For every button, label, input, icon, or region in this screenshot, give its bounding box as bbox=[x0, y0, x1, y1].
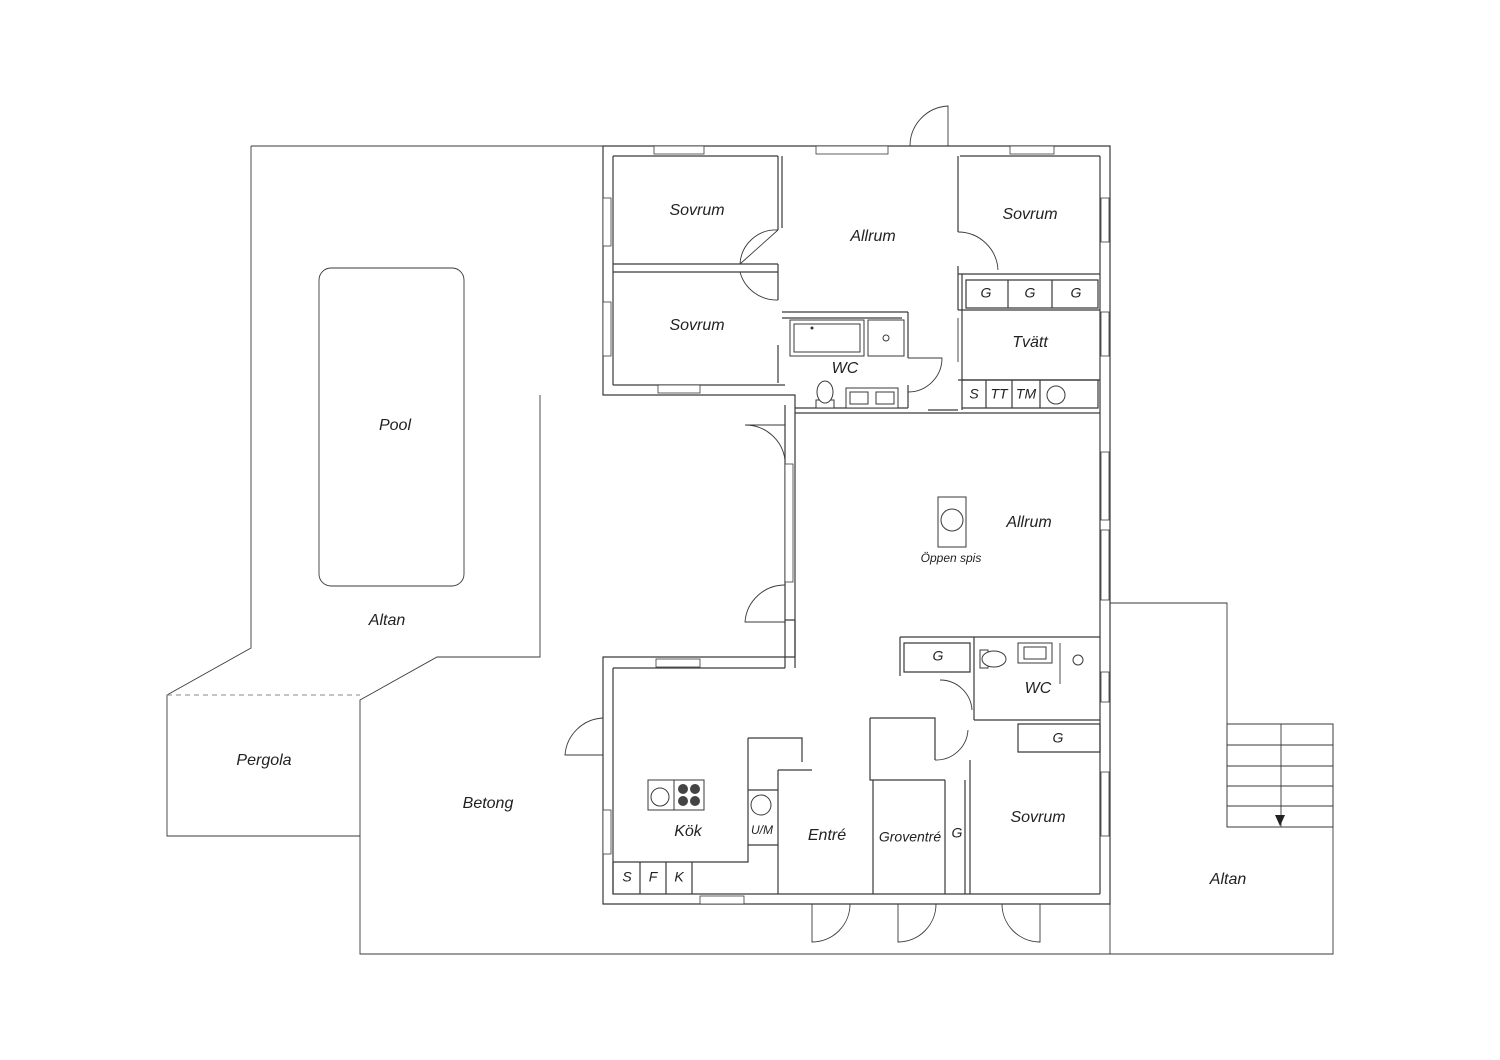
doors bbox=[564, 105, 1041, 943]
label-kitchen: Kök bbox=[674, 823, 703, 840]
shower-icon bbox=[867, 319, 905, 357]
laundry-sink-icon bbox=[1046, 385, 1066, 405]
label-microwave-oven: U/M bbox=[751, 823, 773, 837]
label-tumble-dryer: TT bbox=[990, 386, 1009, 402]
label-entrance: Entré bbox=[808, 827, 846, 844]
room-labels: Sovrum Sovrum Allrum Sovrum Tvätt WC All… bbox=[236, 202, 1246, 888]
label-wc-south: WC bbox=[1025, 680, 1052, 697]
interior-walls bbox=[612, 155, 1101, 894]
label-bedroom-nw-bottom: Sovrum bbox=[669, 317, 724, 334]
deck-east-outline bbox=[1109, 602, 1334, 955]
label-pool: Pool bbox=[379, 417, 411, 434]
label-wardrobe-2: G bbox=[1025, 285, 1036, 301]
stairs bbox=[1226, 723, 1334, 828]
label-wardrobe-wc: G bbox=[933, 648, 944, 664]
deck-west-outline bbox=[166, 145, 1110, 955]
toilet-icon bbox=[815, 380, 835, 409]
shower-south-icon bbox=[1059, 643, 1084, 684]
label-deck-west: Altan bbox=[368, 612, 406, 629]
stair-arrow-icon bbox=[1275, 815, 1285, 826]
label-wardrobe-1: G bbox=[981, 285, 992, 301]
label-pergola: Pergola bbox=[236, 752, 291, 769]
outdoor-areas bbox=[166, 145, 1334, 955]
label-family-room-north: Allrum bbox=[849, 228, 895, 245]
kitchen-sink-icon bbox=[647, 779, 677, 811]
bathtub-icon bbox=[789, 319, 865, 357]
label-bedroom-ne: Sovrum bbox=[1002, 206, 1057, 223]
label-concrete: Betong bbox=[463, 795, 514, 812]
toilet-south-icon bbox=[979, 649, 1007, 669]
fixtures bbox=[647, 319, 1084, 816]
label-wardrobe-bedroom: G bbox=[1053, 730, 1064, 746]
label-deck-east: Altan bbox=[1209, 871, 1247, 888]
label-family-room-center: Allrum bbox=[1005, 514, 1051, 531]
label-washing-machine: TM bbox=[1016, 386, 1037, 402]
cooktop-icon bbox=[673, 779, 705, 811]
fireplace-icon bbox=[937, 496, 967, 548]
label-back-entrance: Groventré bbox=[879, 829, 941, 845]
label-laundry: Tvätt bbox=[1012, 334, 1048, 351]
label-bedroom-se: Sovrum bbox=[1010, 809, 1065, 826]
windows bbox=[602, 145, 1110, 905]
label-wardrobe-3: G bbox=[1071, 285, 1082, 301]
fixture-labels: G G G S TT TM G G G S F K U/M bbox=[622, 285, 1081, 885]
label-kitchen-cooler: K bbox=[674, 869, 684, 885]
label-laundry-sink: S bbox=[969, 386, 979, 402]
pool-outline bbox=[318, 267, 465, 587]
label-bedroom-nw-top: Sovrum bbox=[669, 202, 724, 219]
label-kitchen-fridge: S bbox=[622, 869, 632, 885]
label-wc-north: WC bbox=[832, 360, 859, 377]
utility-sink-icon bbox=[750, 794, 772, 816]
double-sink-icon bbox=[845, 387, 899, 409]
label-wardrobe-back-entrance: G bbox=[952, 825, 963, 841]
label-fireplace: Öppen spis bbox=[921, 551, 982, 565]
sink-south-icon bbox=[1017, 642, 1053, 664]
label-kitchen-freezer: F bbox=[649, 869, 659, 885]
